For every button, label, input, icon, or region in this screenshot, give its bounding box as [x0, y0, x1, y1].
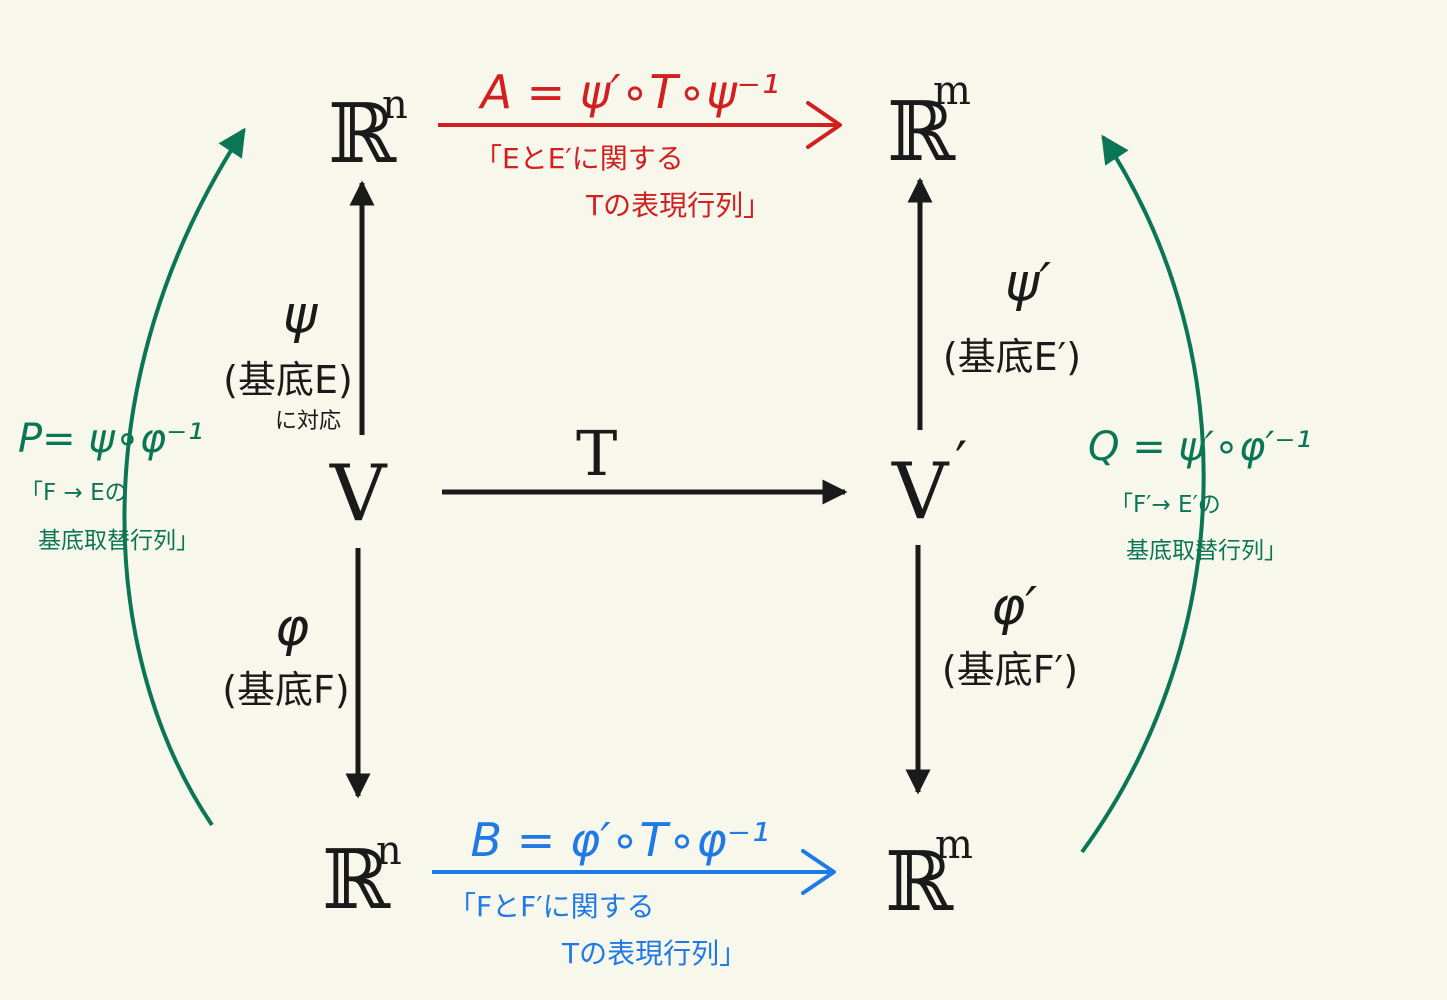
- b-desc-line2: Tの表現行列」: [561, 937, 747, 970]
- psi-prime-basis: (基底E′): [943, 335, 1081, 379]
- arrow-q: [1080, 134, 1206, 854]
- psi-prime-symbol: ψ′: [1005, 253, 1051, 313]
- a-desc-line1: 「EとE′に関する: [474, 142, 684, 175]
- node-rn-top: ℝ n: [328, 82, 408, 182]
- phi-prime-basis: (基底F′): [942, 648, 1078, 692]
- rn-top-sup: n: [382, 82, 408, 128]
- v-prime-label: V: [891, 447, 950, 537]
- phi-prime-symbol: φ′: [991, 577, 1037, 637]
- node-rm-top: ℝ m: [887, 68, 971, 180]
- a-desc-line2: Tの表現行列」: [585, 189, 771, 222]
- psi-symbol: ψ: [283, 285, 319, 345]
- a-formula: A = ψ′∘T∘ψ⁻¹: [478, 65, 780, 119]
- q-formula: Q = ψ′∘φ′⁻¹: [1088, 424, 1312, 470]
- t-label: T: [576, 417, 617, 490]
- phi-label-group: φ (基底F): [222, 598, 350, 712]
- p-desc-line1: 「F → Eの: [20, 480, 128, 506]
- q-desc-line1: 「F′→ E′の: [1110, 492, 1221, 518]
- p-label-group: P= ψ∘φ⁻¹ 「F → Eの 基底取替行列」: [18, 416, 203, 554]
- q-desc-line2: 基底取替行列」: [1126, 538, 1287, 564]
- rm-bottom-base: ℝ: [885, 835, 954, 930]
- arrow-b: [432, 849, 836, 895]
- rm-bottom-sup: m: [935, 822, 973, 868]
- rn-bottom-base: ℝ: [322, 833, 391, 928]
- phi-symbol: φ: [275, 598, 309, 658]
- q-label-group: Q = ψ′∘φ′⁻¹ 「F′→ E′の 基底取替行列」: [1088, 424, 1312, 564]
- phi-basis: (基底F): [222, 668, 350, 712]
- p-desc-line2: 基底取替行列」: [38, 528, 199, 554]
- psi-label-group: ψ (基底E) に対応: [223, 285, 353, 434]
- psi-note: に対応: [275, 409, 341, 434]
- arrow-a: [438, 101, 842, 149]
- psi-basis: (基底E): [223, 358, 353, 402]
- b-desc-line1: 「FとF′に関する: [448, 890, 655, 923]
- a-label-group: A = ψ′∘T∘ψ⁻¹ 「EとE′に関する Tの表現行列」: [474, 65, 779, 222]
- phi-prime-label-group: φ′ (基底F′): [942, 577, 1078, 692]
- rm-top-sup: m: [933, 68, 971, 114]
- b-label-group: B = φ′∘T∘φ⁻¹ 「FとF′に関する Tの表現行列」: [448, 813, 769, 970]
- node-v-prime: V ′: [891, 430, 967, 537]
- node-v: V: [329, 449, 388, 539]
- arrow-p: [122, 127, 246, 827]
- v-prime-mark: ′: [955, 430, 967, 493]
- b-formula: B = φ′∘T∘φ⁻¹: [471, 813, 770, 867]
- rm-top-base: ℝ: [887, 85, 956, 180]
- p-formula: P= ψ∘φ⁻¹: [18, 416, 203, 462]
- rn-bottom-sup: n: [376, 828, 402, 874]
- node-rm-bottom: ℝ m: [885, 822, 973, 930]
- node-rn-bottom: ℝ n: [322, 828, 402, 928]
- rn-top-base: ℝ: [328, 87, 397, 182]
- psi-prime-label-group: ψ′ (基底E′): [943, 253, 1081, 379]
- v-label: V: [329, 449, 388, 539]
